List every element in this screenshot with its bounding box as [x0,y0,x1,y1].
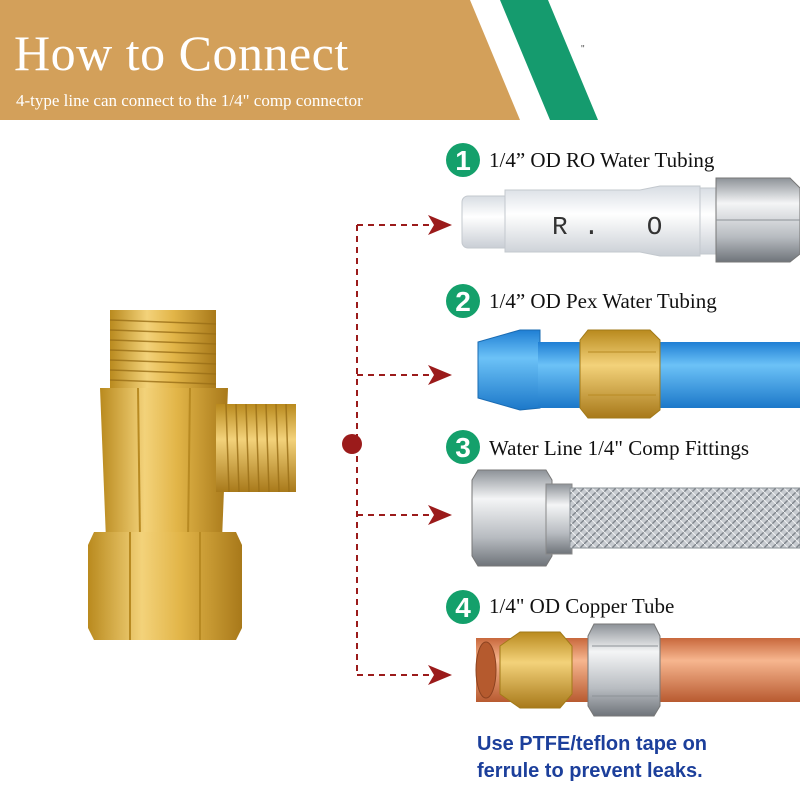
note-line-1: Use PTFE/teflon tape on [477,733,708,755]
connector-arrowheads [428,215,452,685]
header-mark: " [581,44,585,55]
banner-background [0,0,520,120]
item-1-badge: 1 [446,143,480,177]
item-2-label: 1/4” OD Pex Water Tubing [489,289,717,313]
item-1-label: 1/4” OD RO Water Tubing [489,148,715,172]
item-3-label: Water Line 1/4" Comp Fittings [489,436,750,460]
note-line-2: ferrule to prevent leaks. [477,760,703,782]
connector-lines [356,224,440,676]
banner-shapes [0,0,598,120]
copper-tube-image [475,623,800,717]
header-banner: How to Connect 4-type line can connect t… [0,0,800,120]
item-4-badge: 4 [446,590,480,624]
banner-green-stripe [500,0,598,120]
connector-origin-dot [342,434,362,454]
ptfe-tape-note: Use PTFE/teflon tape on ferrule to preve… [477,731,797,785]
pex-water-tubing-image [477,329,800,419]
item-4-label: 1/4" OD Copper Tube [489,594,675,618]
ro-water-tubing-image [461,177,800,263]
ro-tube-print: R. O [552,212,678,242]
brass-tee-connector [88,310,296,640]
page-subtitle: 4-type line can connect to the 1/4" comp… [16,91,363,110]
tee-hex-nut [88,532,242,640]
tee-body [100,388,228,540]
braided-water-line-image [471,469,800,567]
item-3-badge: 3 [446,430,480,464]
item-2-badge: 2 [446,284,480,318]
page-title: How to Connect [14,25,349,81]
